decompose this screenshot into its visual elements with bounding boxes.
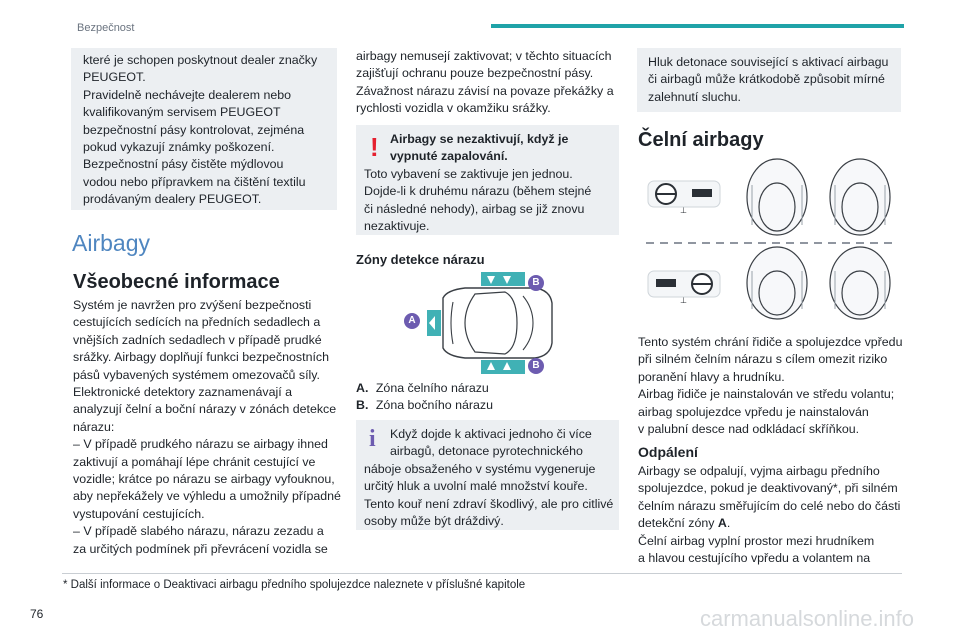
svg-text:⊥: ⊥	[680, 296, 687, 305]
deploy-zone-line: detekční zóny A.	[638, 516, 731, 531]
info-i-icon: i	[369, 426, 376, 452]
impact-zone-diagram: A B B	[395, 268, 555, 378]
page-number: 76	[30, 607, 44, 621]
airbag-illustration: ⊥ ⊥	[646, 158, 898, 320]
heading-front-airbags: Čelní airbagy	[638, 129, 764, 151]
general-info-text: Systém je navržen pro zvýšení bezpečnost…	[73, 298, 341, 556]
col2-intro-text: airbagy nemusejí zaktivovat; v těchto si…	[356, 49, 614, 116]
footnote-text: * Další informace o Deaktivaci airbagu p…	[63, 579, 526, 591]
heading-impact-zones: Zóny detekce nárazu	[356, 252, 485, 267]
note-text: které je schopen poskytnout dealer značk…	[83, 53, 318, 207]
warning-text: Toto vybavení se zaktivuje jen jednou. D…	[364, 167, 592, 234]
front-airbag-diagram: ⊥ ⊥	[640, 155, 902, 320]
car-top-view-illustration	[427, 272, 553, 374]
warning-exclamation-icon: !	[370, 132, 379, 162]
watermark-text: carmanualsonline.info	[700, 606, 915, 631]
front-airbags-text: Tento systém chrání řidiče a spolujezdce…	[638, 335, 903, 437]
page-header: Bezpečnost	[0, 0, 960, 40]
header-accent-bar	[491, 24, 904, 28]
zone-legend: A. Zóna čelního nárazu B. Zóna bočního n…	[356, 380, 493, 415]
svg-text:⊥: ⊥	[680, 206, 687, 215]
warning-title: Airbagy se nezaktivují, když je vypnuté …	[390, 132, 569, 164]
zone-a-badge: A	[404, 313, 420, 329]
zone-b-badge-bottom: B	[528, 358, 544, 374]
heading-general-info: Všeobecné informace	[73, 271, 280, 293]
heading-airbagy: Airbagy	[72, 230, 150, 256]
deployment-text: Airbagy se odpalují, vyjma airbagu předn…	[638, 463, 908, 567]
footnote-divider	[62, 573, 902, 574]
note-box-noise: Hluk detonace související s aktivací air…	[637, 48, 901, 112]
info-box: i Když dojde k aktivaci jednoho či více …	[356, 420, 619, 530]
heading-deployment: Odpálení	[638, 444, 698, 460]
note-box-seatbelts: které je schopen poskytnout dealer značk…	[71, 48, 337, 210]
warning-box: ! Airbagy se nezaktivují, když je vypnut…	[356, 125, 619, 235]
legend-item-b: B. Zóna bočního nárazu	[356, 398, 493, 413]
noise-note-text: Hluk detonace související s aktivací air…	[648, 55, 889, 104]
zone-b-badge-top: B	[528, 275, 544, 291]
header-section-title: Bezpečnost	[77, 22, 135, 34]
legend-item-a: A. Zóna čelního nárazu	[356, 381, 489, 395]
info-text: Když dojde k aktivaci jednoho či více ai…	[364, 427, 614, 529]
